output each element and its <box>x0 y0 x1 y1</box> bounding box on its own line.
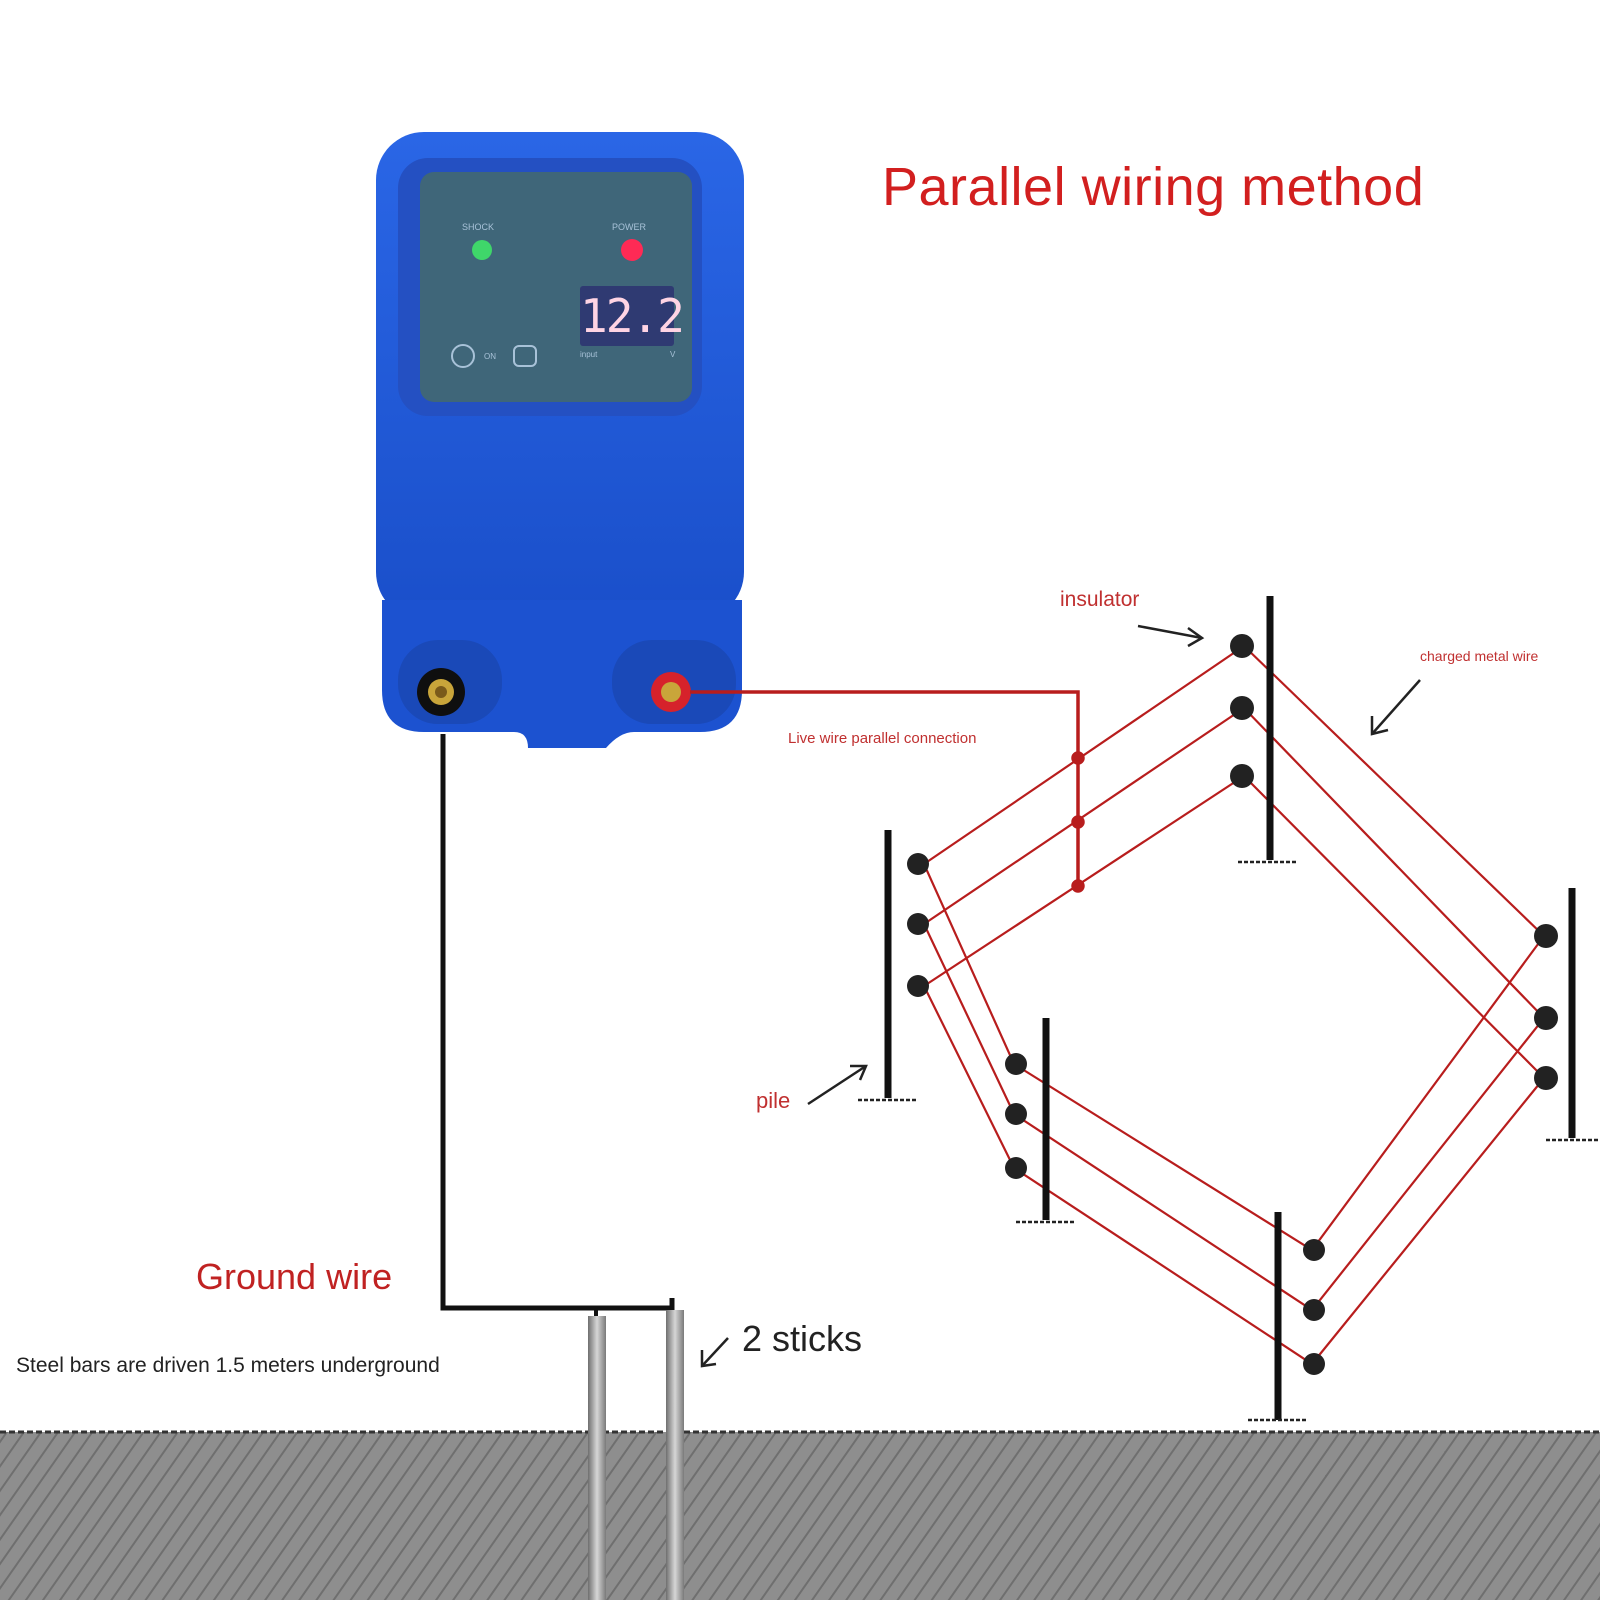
volt-label: V <box>670 350 676 359</box>
fence-wires <box>922 644 1545 1366</box>
ground-rods <box>588 1310 684 1600</box>
insulator-label: insulator <box>1060 588 1140 611</box>
pile-label: pile <box>756 1088 791 1113</box>
mode-button-icon[interactable] <box>513 345 537 367</box>
post-bases <box>858 860 1600 1422</box>
live-wire-label: Live wire parallel connection <box>788 730 977 747</box>
two-sticks-label: 2 sticks <box>742 1318 863 1359</box>
input-label: input <box>580 350 598 359</box>
ground-wire <box>440 734 675 1318</box>
power-led <box>621 239 643 261</box>
charged-metal-wire-label: charged metal wire <box>1420 648 1539 664</box>
shock-led <box>472 240 492 260</box>
fence-posts <box>884 596 1576 1420</box>
ground-soil <box>0 1430 1600 1600</box>
diagram-title: Parallel wiring method <box>882 157 1425 217</box>
on-label: ON <box>484 352 496 361</box>
voltage-display: 12.2 <box>580 286 685 346</box>
power-button-icon[interactable] <box>451 344 475 368</box>
pointer-arrows <box>700 624 1421 1368</box>
insulators <box>907 634 1558 1375</box>
power-label: POWER <box>612 222 647 232</box>
steel-bars-caption: Steel bars are driven 1.5 meters undergr… <box>16 1354 440 1377</box>
shock-label: SHOCK <box>462 222 495 232</box>
electric-fence-energizer <box>376 132 744 748</box>
ground-wire-label: Ground wire <box>196 1256 393 1297</box>
